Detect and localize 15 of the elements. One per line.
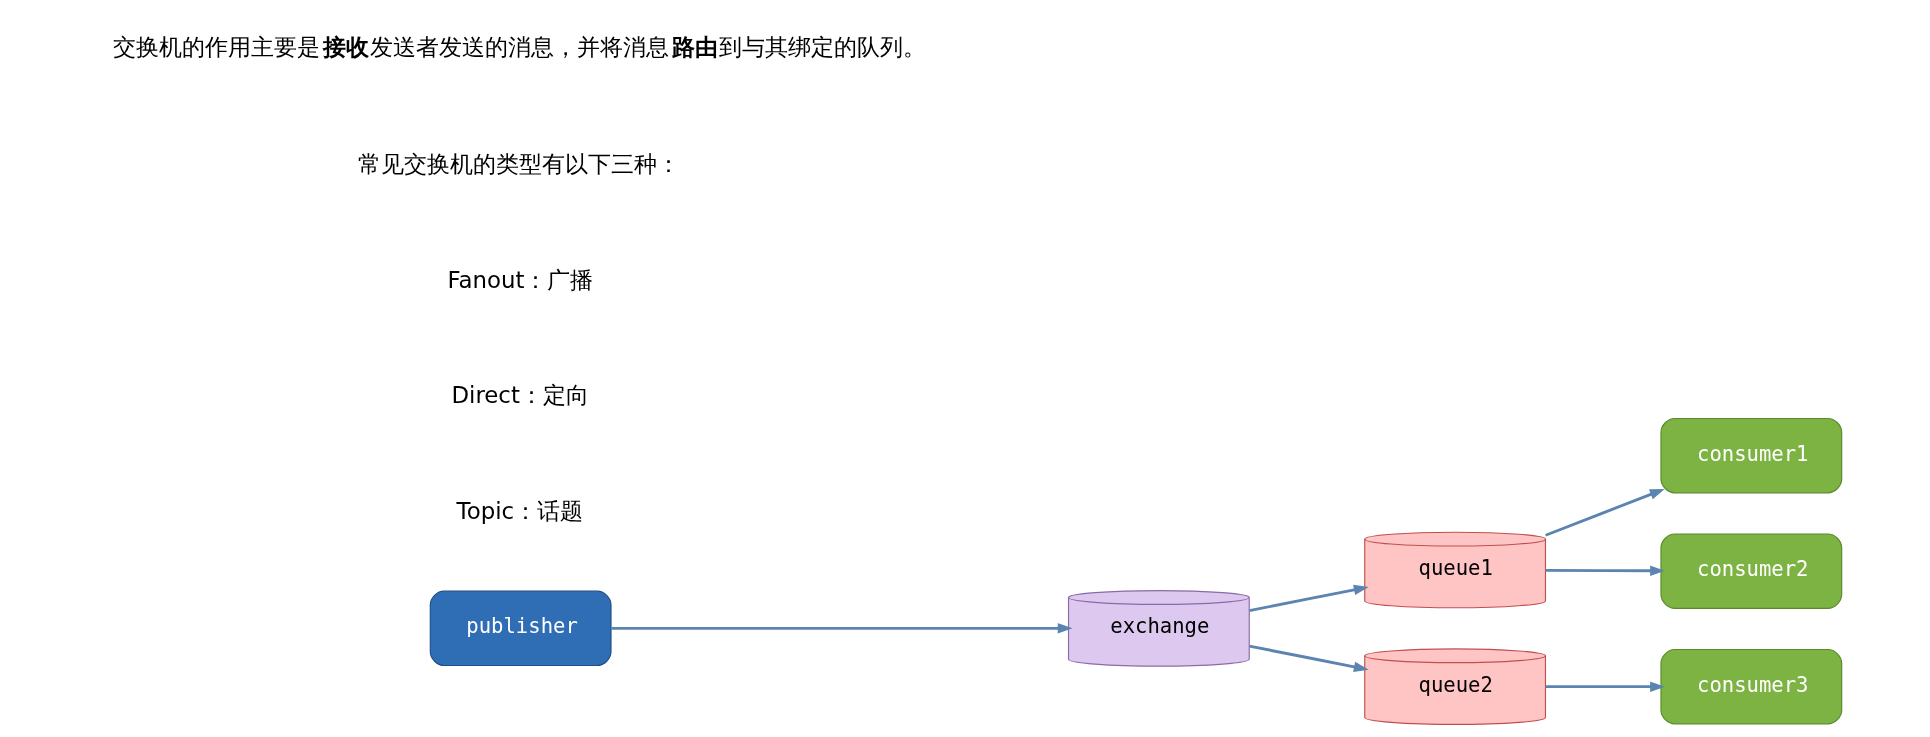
arrow xyxy=(611,622,1073,634)
arrow xyxy=(1545,565,1666,576)
label: 交换机的作用主要是接收发送者发送的消息，并将消息路由到与其绑定的队列。 xyxy=(113,33,926,60)
label: Direct：定向 xyxy=(451,381,589,408)
node-box: consumer2 xyxy=(1660,532,1843,609)
arrow xyxy=(1249,644,1369,672)
arrow xyxy=(1545,680,1666,692)
label: Topic：话题 xyxy=(456,497,584,524)
arrow xyxy=(1545,488,1665,537)
node-box: consumer1 xyxy=(1660,417,1843,493)
node-box: consumer3 xyxy=(1660,648,1843,724)
node-box: publisher xyxy=(429,590,612,666)
label: Fanout：广播 xyxy=(447,266,594,293)
arrow xyxy=(1249,584,1369,612)
label: 常见交换机的类型有以下三种： xyxy=(358,150,681,177)
